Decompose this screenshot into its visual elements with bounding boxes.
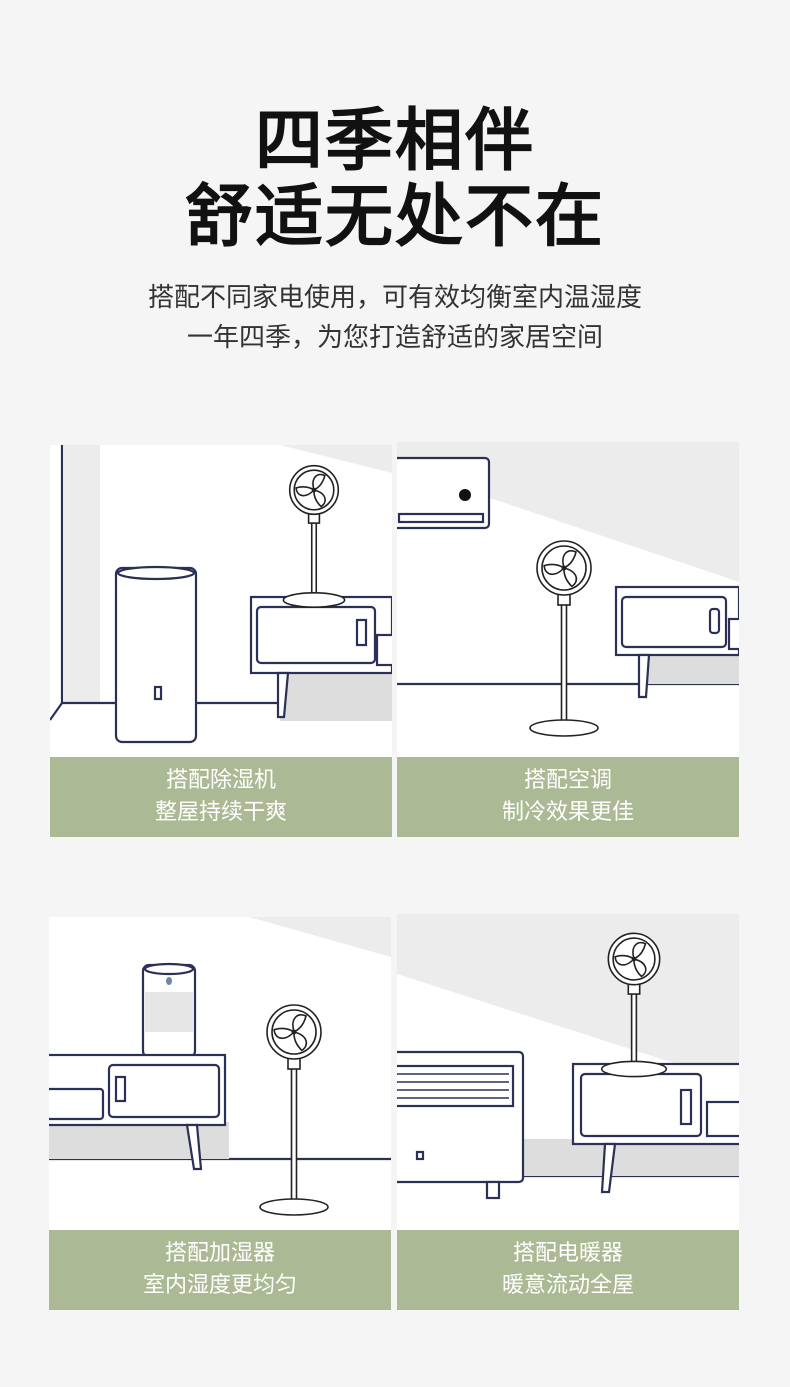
- heater-icon: [397, 1050, 525, 1200]
- card-subtitle: 暖意流动全屋: [501, 1273, 634, 1298]
- subtitle-line-1: 搭配不同家电使用，可有效均衡室内温湿度: [147, 283, 642, 313]
- headline-line-2: 舒适无处不在: [184, 178, 605, 257]
- card-label: 搭配电暖器 暖意流动全屋: [397, 1230, 739, 1310]
- card-subtitle: 室内湿度更均匀: [142, 1273, 297, 1298]
- card-label: 搭配加湿器 室内湿度更均匀: [49, 1230, 391, 1310]
- card-subtitle: 制冷效果更佳: [501, 800, 634, 825]
- fan-icon: [282, 464, 346, 609]
- card-title: 搭配空调: [523, 768, 612, 793]
- card-humidifier: 搭配加湿器 室内湿度更均匀: [49, 917, 391, 1310]
- headline-line-1: 四季相伴: [254, 102, 535, 181]
- subtitle-line-2: 一年四季，为您打造舒适的家居空间: [186, 323, 603, 353]
- card-title: 搭配除湿机: [165, 768, 276, 793]
- cabinet-icon: [614, 585, 739, 699]
- dehumidifier-icon: [114, 565, 198, 744]
- humidifier-scene-illustration: [49, 917, 391, 1216]
- heater-scene-illustration: [397, 914, 739, 1200]
- fan-icon: [600, 932, 668, 1078]
- card-dehumidifier: 搭配除湿机 整屋持续干爽: [50, 445, 392, 837]
- air-conditioner-icon: [397, 456, 491, 530]
- card-label: 搭配空调 制冷效果更佳: [397, 757, 739, 837]
- card-air-conditioner: 搭配空调 制冷效果更佳: [397, 442, 739, 837]
- card-title: 搭配电暖器: [512, 1241, 623, 1266]
- cabinet-icon: [249, 595, 392, 719]
- dehumidifier-scene-illustration: [50, 445, 392, 744]
- card-subtitle: 整屋持续干爽: [154, 800, 287, 825]
- humidifier-icon: [141, 962, 197, 1059]
- cabinet-icon: [571, 1062, 739, 1194]
- fan-icon: [259, 1004, 329, 1216]
- card-title: 搭配加湿器: [164, 1241, 275, 1266]
- air-conditioner-scene-illustration: [397, 442, 739, 737]
- fan-icon: [529, 540, 599, 737]
- card-heater: 搭配电暖器 暖意流动全屋: [397, 914, 739, 1310]
- card-label: 搭配除湿机 整屋持续干爽: [50, 757, 392, 837]
- cabinet-icon: [49, 1053, 227, 1171]
